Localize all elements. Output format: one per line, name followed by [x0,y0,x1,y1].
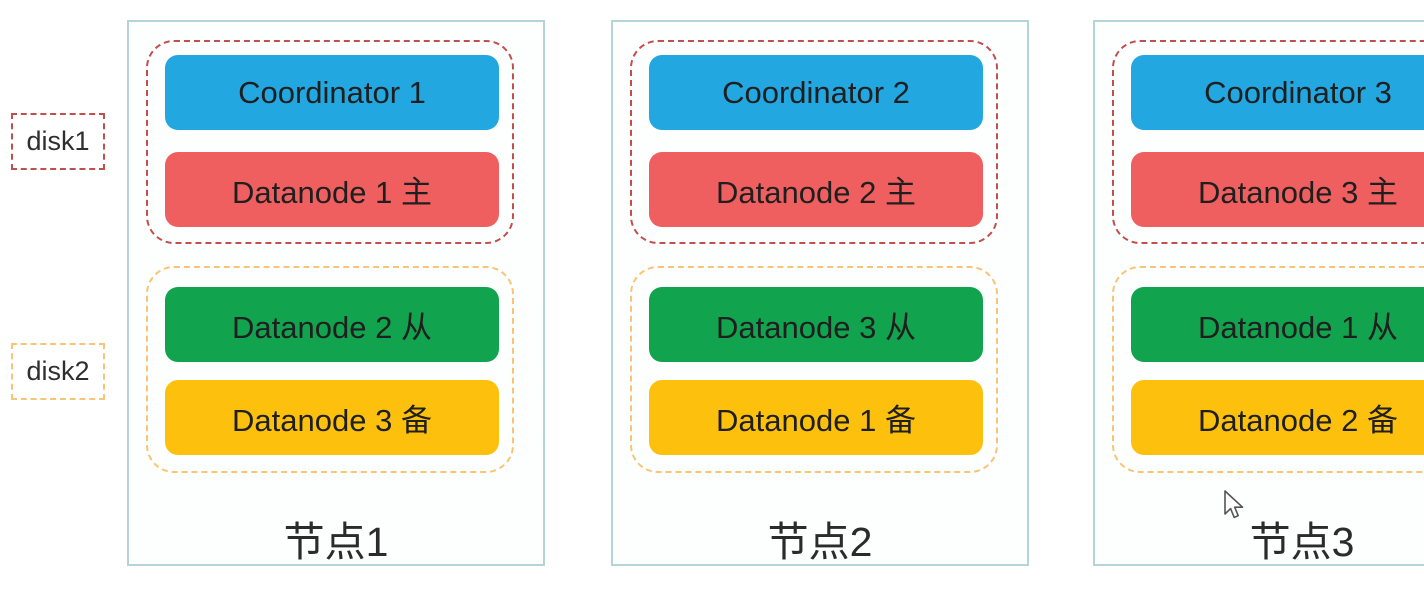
node-2-datanode-backup-box: Datanode 1 备 [649,380,983,455]
node-3: Coordinator 3 Datanode 3 主 Datanode 1 从 … [1093,20,1424,566]
node-2-datanode-secondary-box: Datanode 3 从 [649,287,983,362]
node-3-disk2-group: Datanode 1 从 Datanode 2 备 [1112,266,1424,473]
node-1-disk2-group: Datanode 2 从 Datanode 3 备 [146,266,514,473]
node-2-disk2-group: Datanode 3 从 Datanode 1 备 [630,266,998,473]
node-1-disk1-group: Coordinator 1 Datanode 1 主 [146,40,514,244]
node-2-coordinator-box: Coordinator 2 [649,55,983,130]
node-3-label: 节点3 [1249,519,1355,565]
disk1-legend-label: disk1 [26,126,90,156]
node-2-disk1-group: Coordinator 2 Datanode 2 主 [630,40,998,244]
node-1-datanode-backup-box: Datanode 3 备 [165,380,499,455]
node-1-label: 节点1 [283,519,389,565]
node-1-coordinator-box: Coordinator 1 [165,55,499,130]
disk2-legend-label: disk2 [26,356,90,386]
node-3-datanode-secondary-box: Datanode 1 从 [1131,287,1424,362]
node-1-datanode-secondary-box: Datanode 2 从 [165,287,499,362]
node-3-datanode-primary-box: Datanode 3 主 [1131,152,1424,227]
disk1-legend: disk1 [11,113,105,170]
node-2-label: 节点2 [767,519,873,565]
node-3-datanode-backup-box: Datanode 2 备 [1131,380,1424,455]
node-3-coordinator-box: Coordinator 3 [1131,55,1424,130]
node-1: Coordinator 1 Datanode 1 主 Datanode 2 从 … [127,20,545,566]
node-1-datanode-primary-box: Datanode 1 主 [165,152,499,227]
disk2-legend: disk2 [11,343,105,400]
node-3-disk1-group: Coordinator 3 Datanode 3 主 [1112,40,1424,244]
node-2-datanode-primary-box: Datanode 2 主 [649,152,983,227]
node-2: Coordinator 2 Datanode 2 主 Datanode 3 从 … [611,20,1029,566]
